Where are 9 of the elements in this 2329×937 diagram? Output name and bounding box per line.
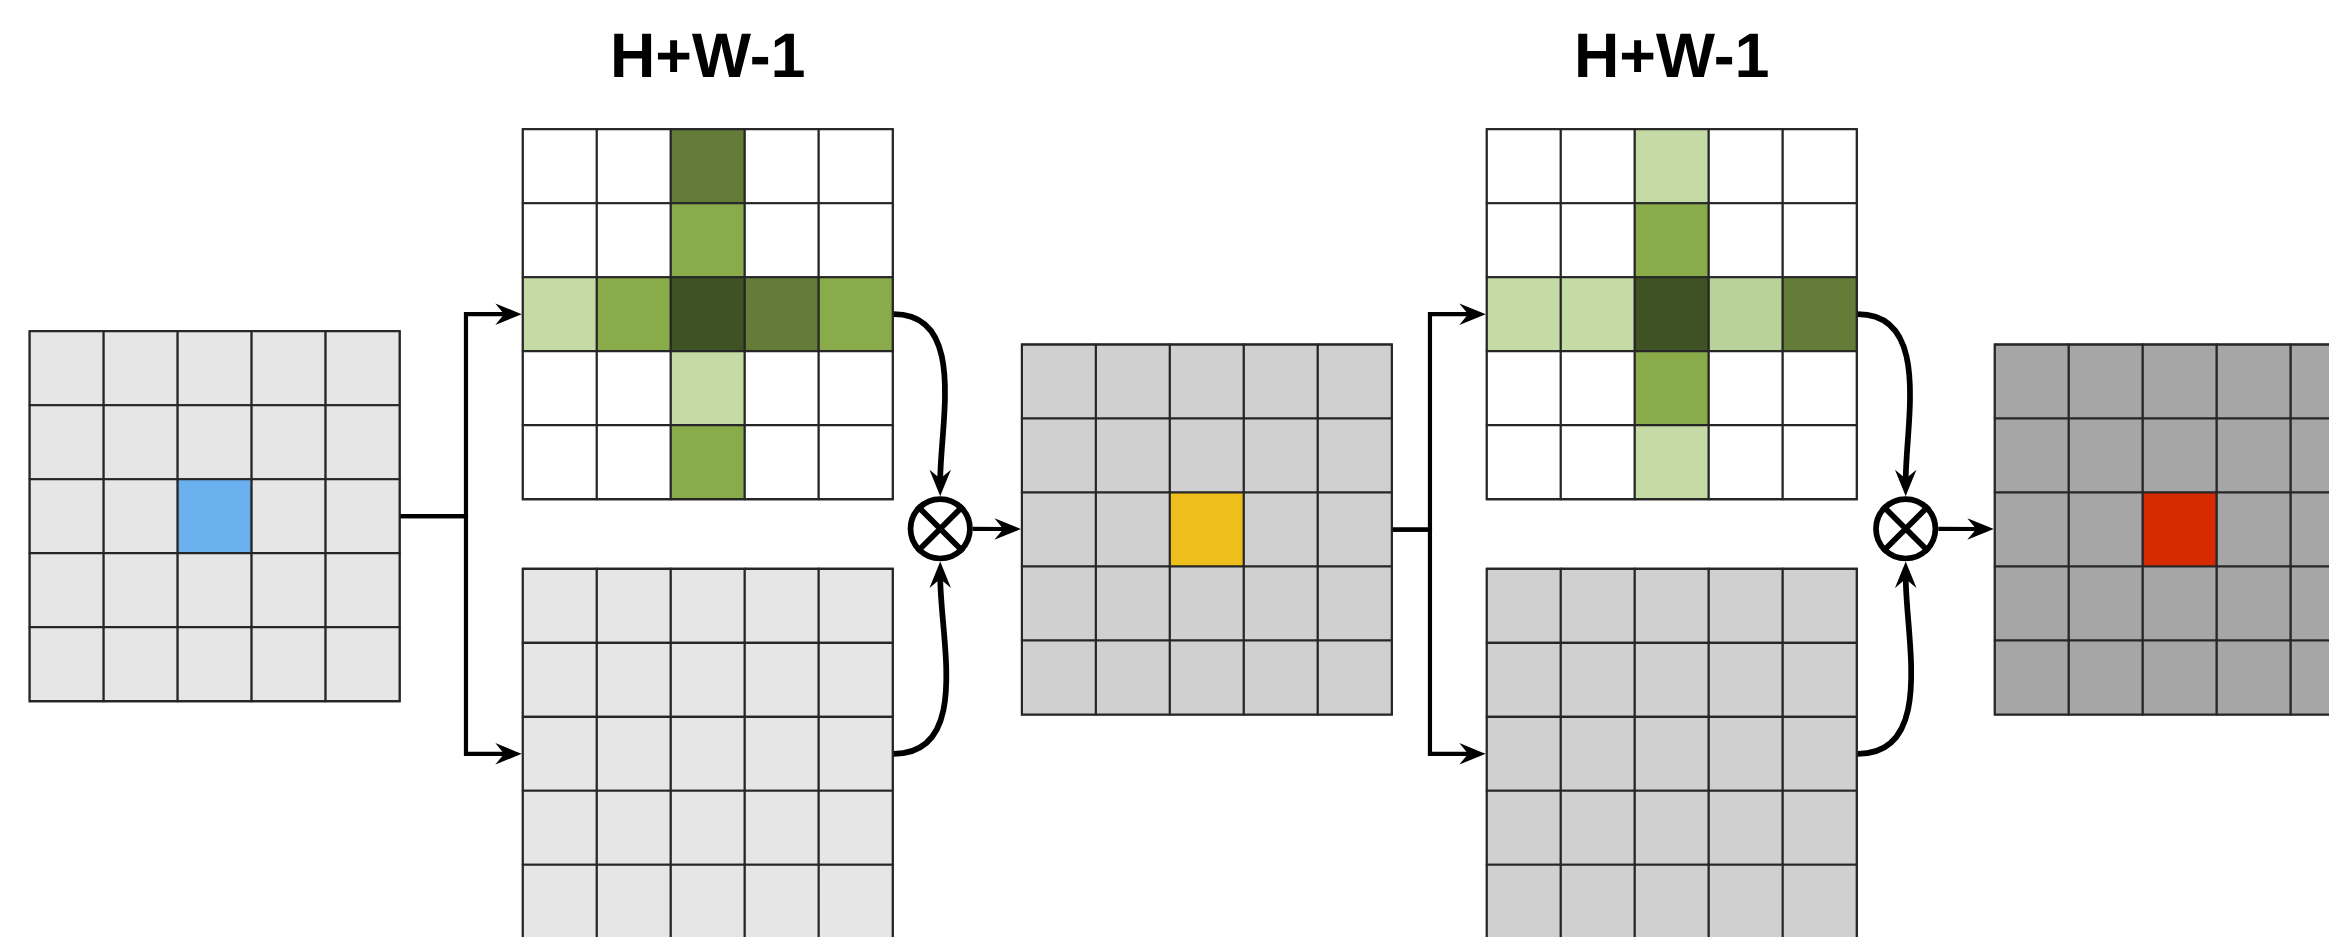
multiply-symbol [907,496,973,562]
grid-title: H+W-1 [1578,33,1768,77]
grid-drawing [521,567,894,937]
multiply-symbol [1873,496,1939,562]
grid-drawing [1993,343,2329,716]
grid-drawing [1020,343,1393,716]
grid-drawing [28,330,401,702]
grid-drawing [1485,567,1858,937]
grid-title: H+W-1 [614,33,804,77]
